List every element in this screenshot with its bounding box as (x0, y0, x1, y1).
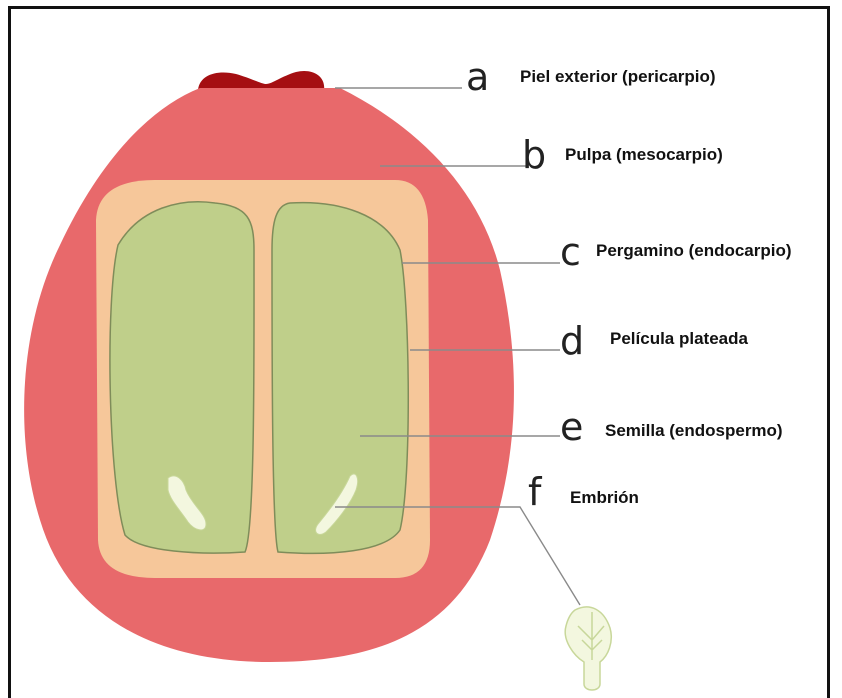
label-text-e: Semilla (endospermo) (605, 421, 783, 440)
label-letter-b: b (522, 133, 546, 177)
embryo-detail-icon (565, 607, 611, 690)
skin-cap (198, 71, 324, 90)
label-text-b: Pulpa (mesocarpio) (565, 145, 723, 164)
label-letter-d: d (560, 319, 584, 363)
label-text-f: Embrión (570, 488, 639, 507)
label-letter-a: a (466, 55, 489, 99)
label-letter-c: c (560, 230, 581, 274)
label-letter-e: e (560, 405, 583, 449)
label-text-a: Piel exterior (pericarpio) (520, 67, 716, 86)
label-text-c: Pergamino (endocarpio) (596, 241, 792, 260)
label-letter-f: f (528, 470, 543, 514)
label-text-d: Película plateada (610, 329, 748, 348)
